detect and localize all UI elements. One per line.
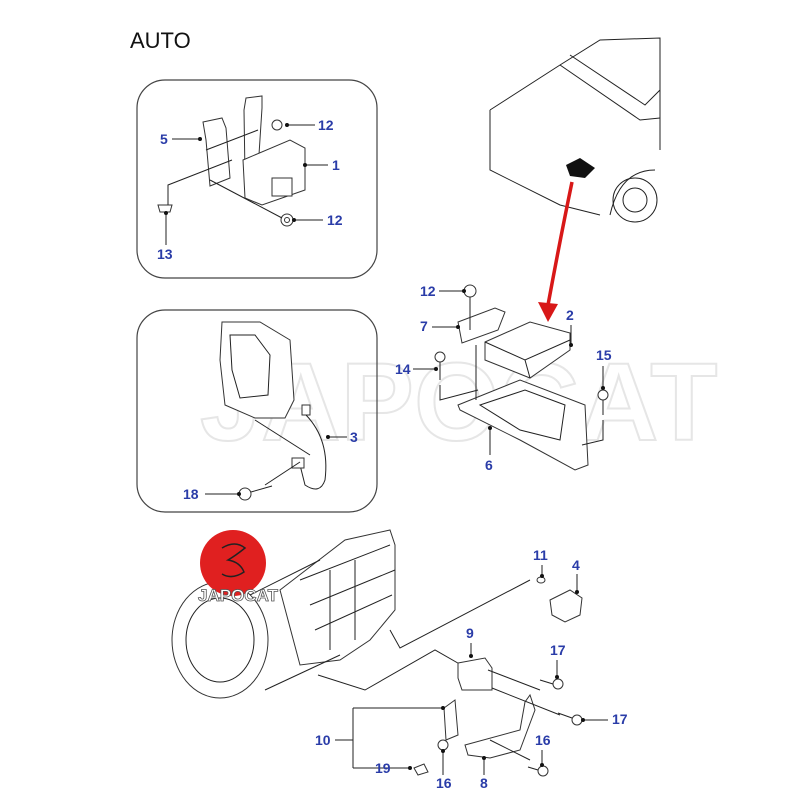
- tray-part-6: [457, 379, 589, 471]
- logo-text: JAPOCAT: [198, 586, 279, 605]
- bolt-part-14: [434, 351, 446, 380]
- svg-text:1: 1: [332, 157, 340, 173]
- svg-text:17: 17: [550, 642, 566, 658]
- callout-1[interactable]: 1: [303, 157, 340, 173]
- svg-text:16: 16: [436, 775, 452, 791]
- svg-text:17: 17: [612, 711, 628, 727]
- callout-17-upper[interactable]: 17: [550, 642, 566, 679]
- callout-5[interactable]: 5: [160, 131, 202, 147]
- callout-17-lower[interactable]: 17: [581, 711, 628, 727]
- callout-18[interactable]: 18: [183, 486, 241, 502]
- bolt-part-16-right: [527, 765, 549, 777]
- japocat-logo: JAPOCAT: [198, 530, 279, 605]
- clip-part-19: [413, 763, 429, 776]
- clip-part-13: [157, 204, 173, 213]
- diagram-title: AUTO: [130, 28, 191, 53]
- callout-12-top[interactable]: 12: [285, 117, 334, 133]
- callout-19[interactable]: 19: [375, 760, 412, 776]
- callout-9[interactable]: 9: [466, 625, 474, 658]
- bracket-part-10: [443, 699, 459, 741]
- bracket-part-7: [457, 307, 506, 344]
- bolt-part-17-lower: [557, 712, 583, 726]
- svg-text:13: 13: [157, 246, 173, 262]
- vehicle-illustration: [489, 37, 661, 223]
- svg-text:4: 4: [572, 557, 580, 573]
- callout-16-left[interactable]: 16: [436, 749, 452, 791]
- gasket-plate: [219, 321, 295, 419]
- detail-panel-ecu-bracket: [136, 79, 378, 279]
- svg-text:12: 12: [420, 283, 436, 299]
- svg-text:9: 9: [466, 625, 474, 641]
- transmission-housing: [171, 529, 396, 699]
- nut-part-12-top: [271, 119, 283, 131]
- callout-8[interactable]: 8: [480, 756, 488, 791]
- sensor-part-4: [549, 589, 583, 623]
- callout-13[interactable]: 13: [157, 211, 173, 262]
- location-arrow: [538, 181, 574, 322]
- bolt-part-17-upper: [539, 678, 564, 690]
- nut-part-12-bottom: [280, 213, 294, 227]
- detail-panel-sensor: [136, 309, 378, 513]
- svg-text:18: 18: [183, 486, 199, 502]
- svg-text:8: 8: [480, 775, 488, 791]
- callout-15[interactable]: 15: [596, 347, 612, 390]
- bolt-part-18: [238, 485, 273, 501]
- ecu-location-marker: [566, 158, 595, 178]
- svg-text:12: 12: [318, 117, 334, 133]
- callout-3[interactable]: 3: [326, 429, 358, 445]
- callout-14[interactable]: 14: [395, 361, 438, 377]
- callout-16-right[interactable]: 16: [535, 732, 551, 767]
- bolt-part-16-left: [437, 739, 449, 751]
- callout-6[interactable]: 6: [485, 426, 493, 473]
- svg-text:12: 12: [327, 212, 343, 228]
- svg-text:15: 15: [596, 347, 612, 363]
- bracket-part-9: [457, 657, 493, 691]
- svg-text:6: 6: [485, 457, 493, 473]
- callout-11[interactable]: 11: [533, 547, 548, 578]
- oring-part-11: [536, 576, 546, 584]
- callout-12-module[interactable]: 12: [420, 283, 466, 299]
- svg-text:19: 19: [375, 760, 391, 776]
- ecu-module-part-2: [484, 321, 571, 379]
- svg-text:10: 10: [315, 732, 331, 748]
- shield-part-8: [464, 693, 536, 759]
- logo-cat-icon: [221, 543, 247, 578]
- callout-4[interactable]: 4: [572, 557, 580, 594]
- svg-text:11: 11: [533, 547, 548, 563]
- callout-7[interactable]: 7: [420, 318, 460, 334]
- svg-text:3: 3: [350, 429, 358, 445]
- callout-12-bottom[interactable]: 12: [292, 212, 343, 228]
- svg-text:14: 14: [395, 361, 411, 377]
- callout-10[interactable]: 10: [315, 706, 445, 769]
- svg-text:16: 16: [535, 732, 551, 748]
- svg-text:5: 5: [160, 131, 168, 147]
- svg-text:7: 7: [420, 318, 428, 334]
- bolt-part-15: [597, 389, 609, 415]
- svg-text:2: 2: [566, 307, 574, 323]
- logo-red-circle: [200, 530, 266, 596]
- callout-2[interactable]: 2: [566, 307, 574, 347]
